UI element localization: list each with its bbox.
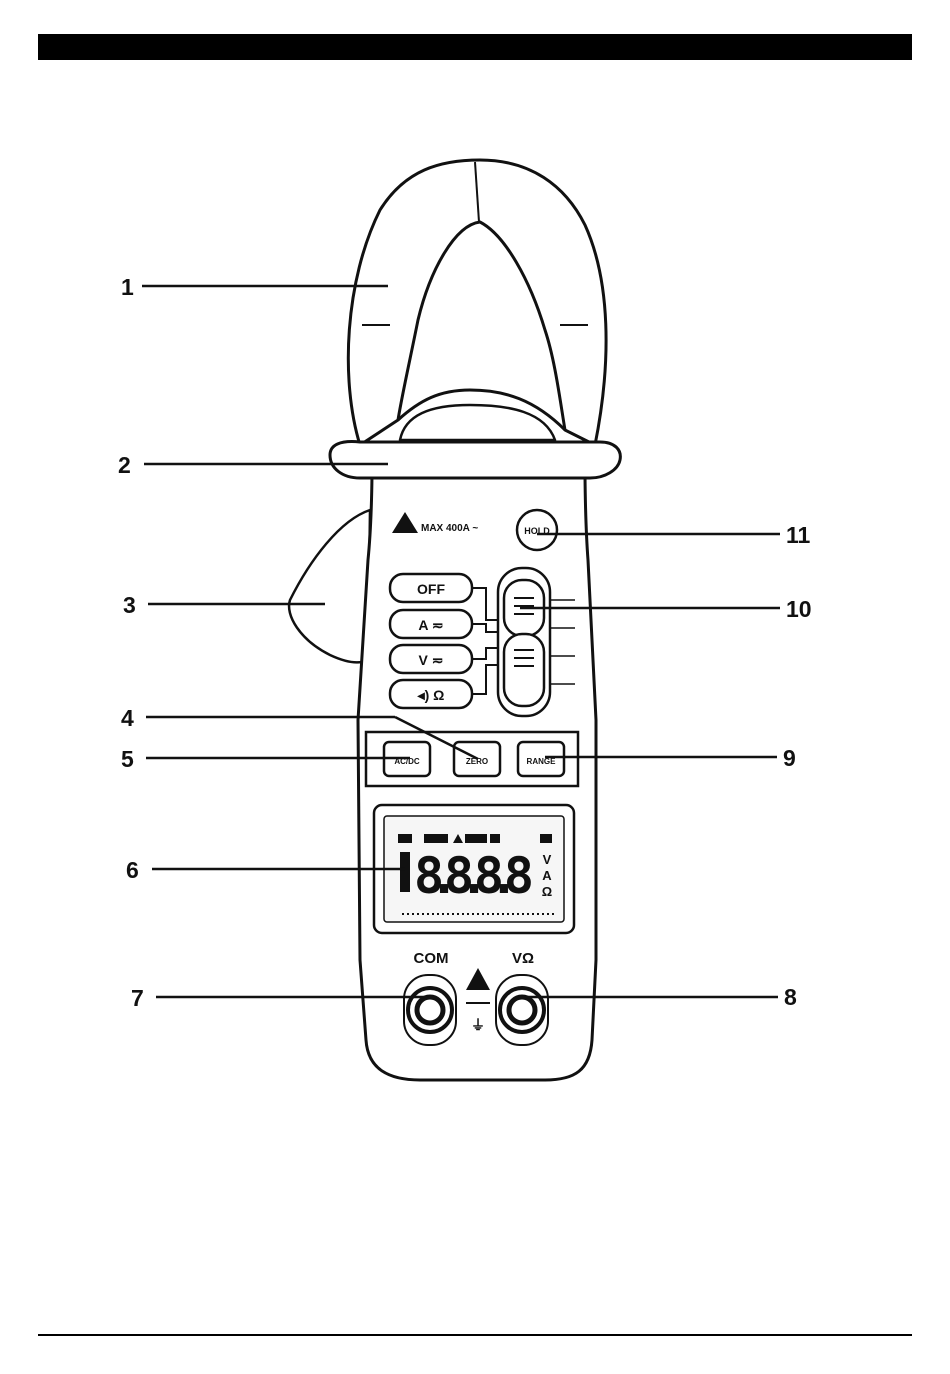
hold-button[interactable]: HOLD [517,510,557,550]
ground-icon: ⏚ [471,1017,485,1033]
com-input-jack[interactable] [404,975,456,1045]
callout-3: 3 [123,592,136,618]
vohm-input-jack[interactable] [496,975,548,1045]
footer-rule [38,1334,912,1336]
lcd-unit-ohms: Ω [542,884,552,899]
callout-6: 6 [126,857,139,883]
callout-10: 10 [786,596,812,622]
function-volts-label: V ≂ [419,652,444,668]
callout-1: 1 [121,274,134,300]
callout-11: 11 [786,522,811,548]
function-ohms-label: ◂) Ω [417,687,445,703]
function-off-label: OFF [417,581,445,597]
callout-8: 8 [784,984,797,1010]
callout-7: 7 [131,985,144,1011]
callout-2: 2 [118,452,131,478]
range-button[interactable]: RANGE [518,742,564,776]
lcd-digits: 8.8.8.8 [414,847,534,905]
callout-4: 4 [121,705,134,731]
vohm-terminal-label: VΩ [512,950,534,967]
lcd-unit-amps: A [542,868,552,883]
range-button-label: RANGE [527,757,557,766]
clamp-trigger[interactable] [289,510,370,662]
max-current-text: MAX 400A ~ [421,523,478,534]
lcd-unit-volts: V [543,852,552,867]
callout-5: 5 [121,746,134,772]
clamp-jaws [348,160,606,445]
hand-guard-collar [330,442,620,478]
function-amps-label: A ≂ [418,617,443,633]
com-terminal-label: COM [414,950,449,967]
callout-9: 9 [783,745,796,771]
